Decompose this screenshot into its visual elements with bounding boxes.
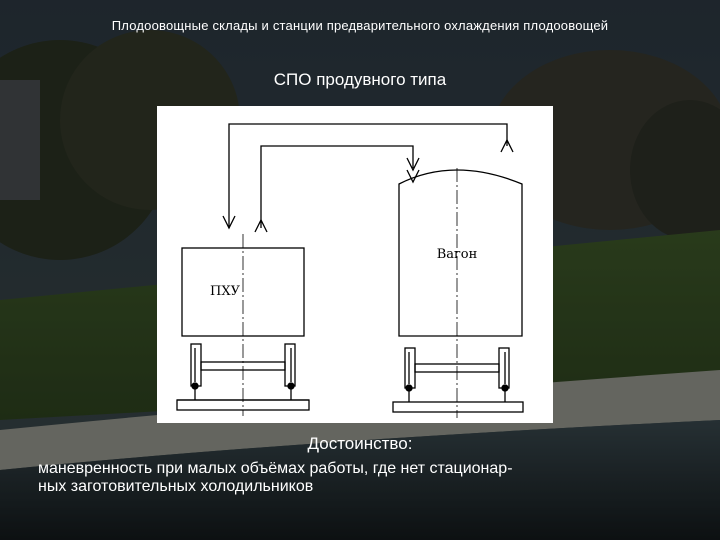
advantage-heading: Достоинство: xyxy=(307,434,413,453)
down-arrow-right-2 xyxy=(406,169,420,184)
cooling-station-diagram: ПХУ Вагон xyxy=(157,106,553,423)
advantage-text: маневренность при малых объёмах работы, … xyxy=(38,460,688,496)
down-arrow-left xyxy=(222,215,236,230)
diagram-background xyxy=(157,106,553,423)
up-arrow-left xyxy=(254,218,268,233)
up-arrow-right xyxy=(500,138,514,153)
right-bogie xyxy=(392,347,524,413)
supply-duct-line xyxy=(228,123,508,228)
return-duct-line xyxy=(260,145,414,228)
slide-subtitle: СПО продувного типа xyxy=(273,70,447,89)
down-arrow-right xyxy=(406,157,420,172)
unit-left-label: ПХУ xyxy=(210,284,241,299)
slide-title: Плодоовощные склады и станции предварите… xyxy=(111,18,609,33)
unit-right-label: Вагон xyxy=(437,247,478,262)
advantage-text-line1: маневренность при малых объёмах работы, … xyxy=(38,460,513,477)
wagon-body xyxy=(398,169,523,337)
advantage-text-line2: ных заготовительных холодильников xyxy=(38,478,314,495)
